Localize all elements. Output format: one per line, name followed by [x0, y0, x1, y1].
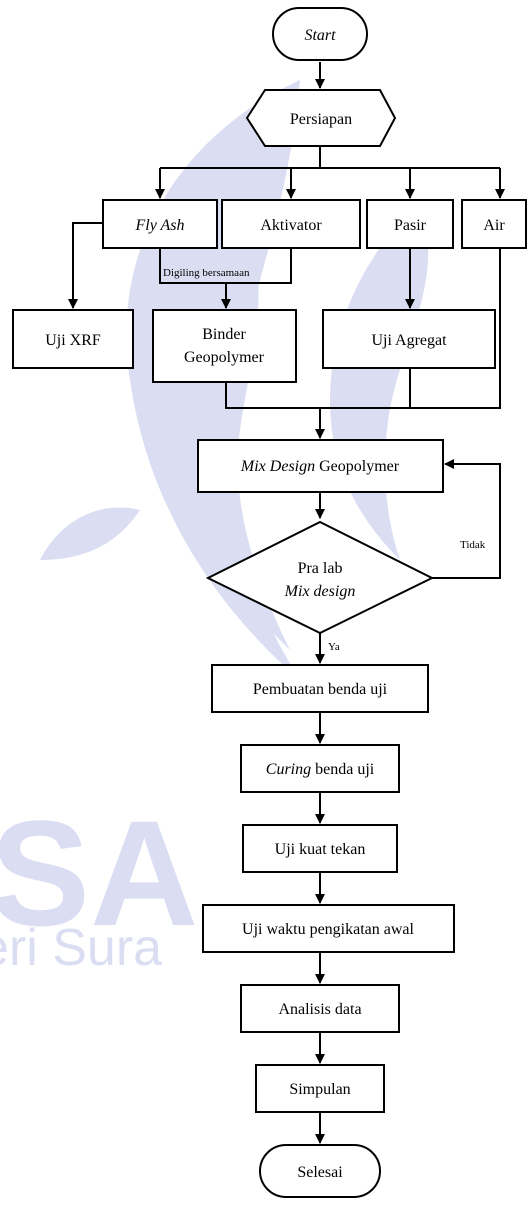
node-pasir: Pasir [366, 199, 454, 249]
node-uji-agregat-label: Uji Agregat [371, 332, 447, 349]
node-binder-line1: Binder [202, 326, 246, 343]
node-curing-label: Curing benda uji [266, 761, 375, 778]
node-aktivator-label: Aktivator [260, 217, 322, 234]
node-air-label: Air [483, 217, 505, 234]
node-pembuatan-label: Pembuatan benda uji [253, 681, 388, 698]
node-binder: Binder Geopolymer [152, 309, 297, 383]
node-uji-kuat-tekan: Uji kuat tekan [242, 824, 398, 873]
node-start-label: Start [304, 27, 336, 44]
node-mix-design: Mix Design Geopolymer [197, 439, 444, 493]
edge-label-tidak: Tidak [460, 539, 486, 551]
watermark-text-2: eri Sura [0, 919, 162, 977]
node-pra-lab: Pra lab Mix design [205, 520, 435, 635]
edges [68, 62, 505, 1144]
node-persiapan: Persiapan [245, 89, 397, 147]
edge-merge-bar [225, 248, 501, 409]
node-analisis-label: Analisis data [278, 1001, 361, 1018]
edge-label-ya: Ya [328, 641, 340, 653]
node-start: Start [272, 7, 368, 61]
node-pasir-label: Pasir [394, 217, 427, 234]
edge-label-digiling: Digiling bersamaan [163, 267, 250, 279]
node-aktivator: Aktivator [221, 199, 361, 249]
node-curing-rest: benda uji [311, 761, 375, 778]
edge-pralab-tidak [432, 459, 501, 579]
node-uji-xrf-label: Uji XRF [45, 332, 101, 349]
node-simpulan-label: Simpulan [289, 1081, 350, 1098]
node-curing-italic: Curing [266, 761, 311, 778]
node-simpulan: Simpulan [255, 1064, 385, 1113]
node-pra-lab-line1: Pra lab [298, 560, 343, 577]
node-uji-waktu-label: Uji waktu pengikatan awal [242, 921, 415, 938]
node-mix-design-rest: Geopolymer [315, 458, 400, 475]
node-uji-xrf: Uji XRF [12, 309, 134, 369]
node-persiapan-label: Persiapan [290, 111, 352, 128]
node-uji-agregat: Uji Agregat [322, 309, 496, 369]
node-fly-ash: Fly Ash [102, 199, 218, 249]
node-uji-waktu: Uji waktu pengikatan awal [202, 904, 455, 953]
node-binder-line2: Geopolymer [184, 349, 265, 366]
watermark-text-1: SA [0, 789, 198, 957]
node-uji-kuat-tekan-label: Uji kuat tekan [275, 841, 366, 858]
node-fly-ash-label: Fly Ash [134, 217, 184, 234]
node-pembuatan: Pembuatan benda uji [211, 664, 429, 713]
edge-flyash-xrf [68, 222, 103, 309]
node-mix-design-italic: Mix Design [240, 458, 315, 475]
node-selesai: Selesai [259, 1144, 381, 1198]
node-selesai-label: Selesai [297, 1164, 343, 1181]
node-mix-design-label: Mix Design Geopolymer [240, 458, 400, 475]
node-curing: Curing benda uji [240, 744, 400, 793]
node-air: Air [461, 199, 527, 249]
node-pra-lab-line2: Mix design [284, 583, 356, 600]
node-analisis: Analisis data [240, 984, 400, 1033]
